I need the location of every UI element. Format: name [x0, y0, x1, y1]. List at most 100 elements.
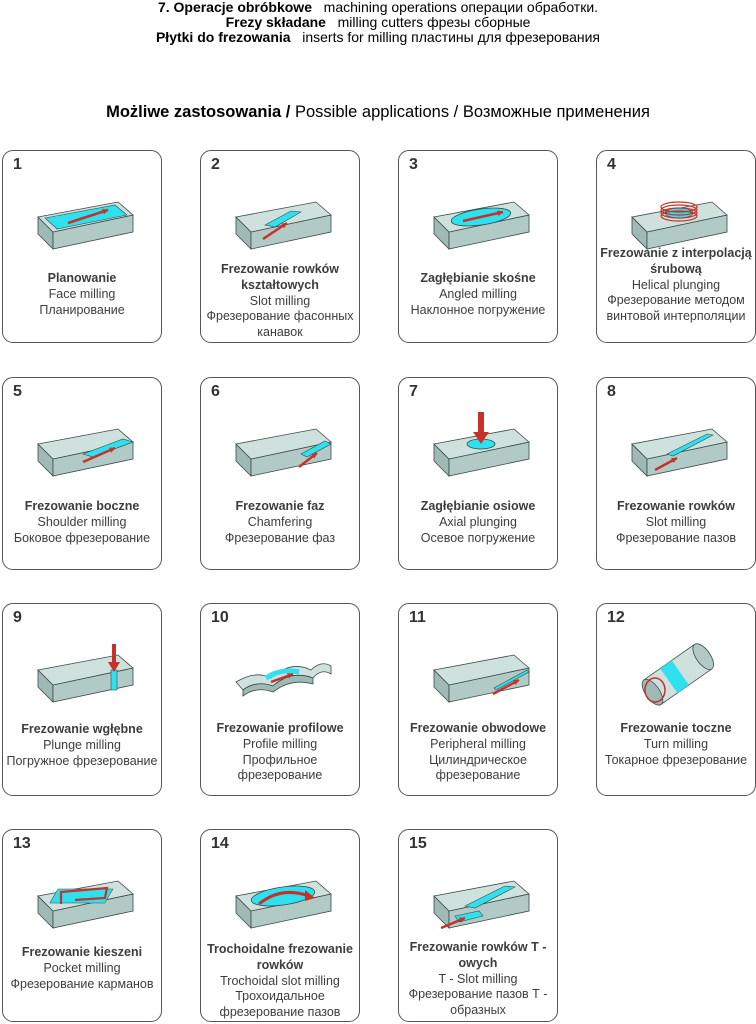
card-title-ru: Фрезерование пазов Т - образных — [408, 987, 548, 1018]
card-number: 8 — [607, 383, 616, 400]
card-title-ru: Наклонное погружение — [410, 302, 546, 317]
card-number: 10 — [211, 609, 229, 626]
card-number: 7 — [409, 383, 418, 400]
header-line-3: Płytki do frezowania inserts for milling… — [155, 29, 601, 45]
card-title-en: Axial plunging — [439, 514, 517, 529]
card-title-en: Turn milling — [643, 736, 709, 751]
face-milling-icon — [37, 201, 134, 250]
card-number: 14 — [211, 835, 229, 852]
card-number: 2 — [211, 156, 220, 173]
card-title-en: T - Slot milling — [438, 971, 518, 986]
card-title-ru: Трохоидальное фрезерование пазов — [219, 989, 341, 1020]
card-title-en: Slot milling — [249, 293, 311, 308]
card-title-pl: Frezowanie kieszeni — [21, 945, 143, 959]
card-number: 5 — [13, 383, 22, 400]
card-number: 4 — [607, 156, 616, 173]
card-title-en: Slot milling — [645, 514, 707, 529]
card-title-ru: Цилиндрическое фрезерование — [429, 752, 527, 783]
chamfering-icon — [235, 428, 332, 477]
peripheral-milling-icon — [433, 654, 530, 703]
card-title-pl: Frezowanie boczne — [24, 499, 140, 513]
profile-milling-icon — [235, 663, 332, 697]
card-title-pl: Frezowanie wgłębne — [21, 722, 143, 736]
section-title: Możliwe zastosowania / Possible applicat… — [106, 103, 650, 121]
card-number: 12 — [607, 609, 625, 626]
card-title-en: Angled milling — [439, 286, 517, 301]
card-title-ru: Боковое фрезерование — [13, 530, 151, 545]
card-number: 13 — [13, 835, 31, 852]
card-title-ru: Профильное фрезерование — [237, 752, 323, 783]
t-slot-milling-icon — [433, 880, 530, 930]
pocket-milling-icon — [37, 880, 134, 929]
helical-plunging-icon — [631, 201, 728, 250]
card-title-ru: Фрезерование пазов — [615, 530, 737, 545]
header-line-1: 7. Operacje obróbkowe machining operatio… — [157, 0, 599, 15]
card-title-ru: Фрезерование фасонных канавок — [206, 309, 354, 340]
card-title-en: Shoulder milling — [37, 514, 127, 529]
slot-milling-icon — [235, 201, 332, 250]
card-title-ru: Осевое погружение — [420, 530, 536, 545]
card-number: 6 — [211, 383, 220, 400]
card-title-en: Trochoidal slot milling — [220, 973, 340, 988]
card-title-ru: Фрезерование методом винтовой интерполяц… — [606, 293, 746, 324]
card-title-en: Plunge milling — [43, 737, 121, 752]
card-title-pl: Zagłębianie osiowe — [420, 499, 536, 513]
card-title-en: Profile milling — [242, 736, 318, 751]
card-title-pl: Frezowanie obwodowe — [409, 721, 547, 735]
card-title-pl: Frezowanie toczne — [620, 721, 732, 735]
card-title-pl: Frezowanie rowków — [616, 499, 736, 513]
card-title-ru: Фрезерование карманов — [10, 976, 154, 991]
card-title-en: Pocket milling — [43, 960, 121, 975]
card-title-pl: Frezowanie rowków T - owych — [409, 940, 547, 970]
document-header: 7. Operacje obróbkowe machining operatio… — [0, 0, 756, 45]
card-number: 1 — [13, 156, 22, 173]
shoulder-milling-icon — [37, 428, 134, 477]
card-title-en: Face milling — [48, 286, 116, 301]
card-title-ru: Фрезерование фаз — [224, 530, 336, 545]
card-title-pl: Frezowanie z interpolacją śrubową — [600, 246, 752, 276]
card-title-pl: Trochoidalne frezowanie rowków — [207, 942, 353, 972]
card-title-pl: Planowanie — [47, 271, 117, 285]
card-number: 3 — [409, 156, 418, 173]
card-number: 9 — [13, 609, 22, 626]
card-number: 15 — [409, 835, 427, 852]
card-title-pl: Frezowanie faz — [235, 499, 325, 513]
card-title-pl: Frezowanie rowków kształtowych — [220, 262, 340, 292]
header-line-2: Frezy składane milling cutters фрезы сбо… — [225, 14, 531, 30]
card-title-pl: Frezowanie profilowe — [216, 721, 344, 735]
card-title-ru: Планирование — [39, 302, 125, 317]
card-title-pl: Zagłębianie skośne — [420, 271, 536, 285]
axial-plunging-icon — [433, 412, 530, 477]
trochoidal-milling-icon — [235, 880, 332, 929]
card-title-en: Chamfering — [247, 514, 313, 529]
card-number: 11 — [409, 609, 426, 626]
slot-milling-straight-icon — [631, 428, 728, 477]
